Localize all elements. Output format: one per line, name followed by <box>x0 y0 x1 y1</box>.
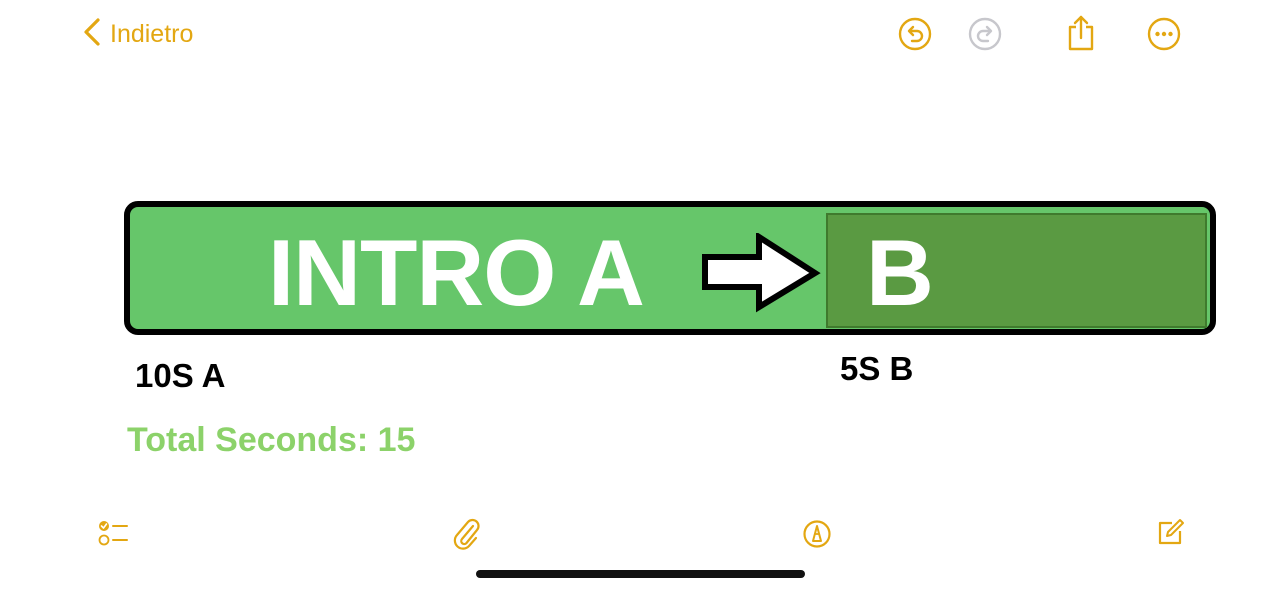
total-seconds-text: Total Seconds: 15 <box>127 421 416 459</box>
more-icon[interactable] <box>1145 15 1183 53</box>
home-indicator[interactable] <box>476 570 805 578</box>
segment-b-text: B <box>866 220 934 325</box>
duration-label-a: 10S A <box>135 357 226 394</box>
back-button[interactable]: Indietro <box>82 16 193 52</box>
segment-b-block <box>826 213 1207 328</box>
share-icon[interactable] <box>1062 13 1100 53</box>
arrow-right-icon <box>701 231 823 318</box>
markup-pen-icon[interactable] <box>800 517 834 551</box>
compose-icon[interactable] <box>1154 517 1186 549</box>
paperclip-icon[interactable] <box>451 516 483 552</box>
undo-icon[interactable] <box>896 15 934 53</box>
checklist-icon[interactable] <box>96 517 130 549</box>
banner-main-text: INTRO A <box>268 220 645 325</box>
chevron-left-icon <box>82 17 102 52</box>
duration-label-b: 5S B <box>840 350 914 387</box>
back-label: Indietro <box>110 19 194 48</box>
redo-icon[interactable] <box>966 15 1004 53</box>
